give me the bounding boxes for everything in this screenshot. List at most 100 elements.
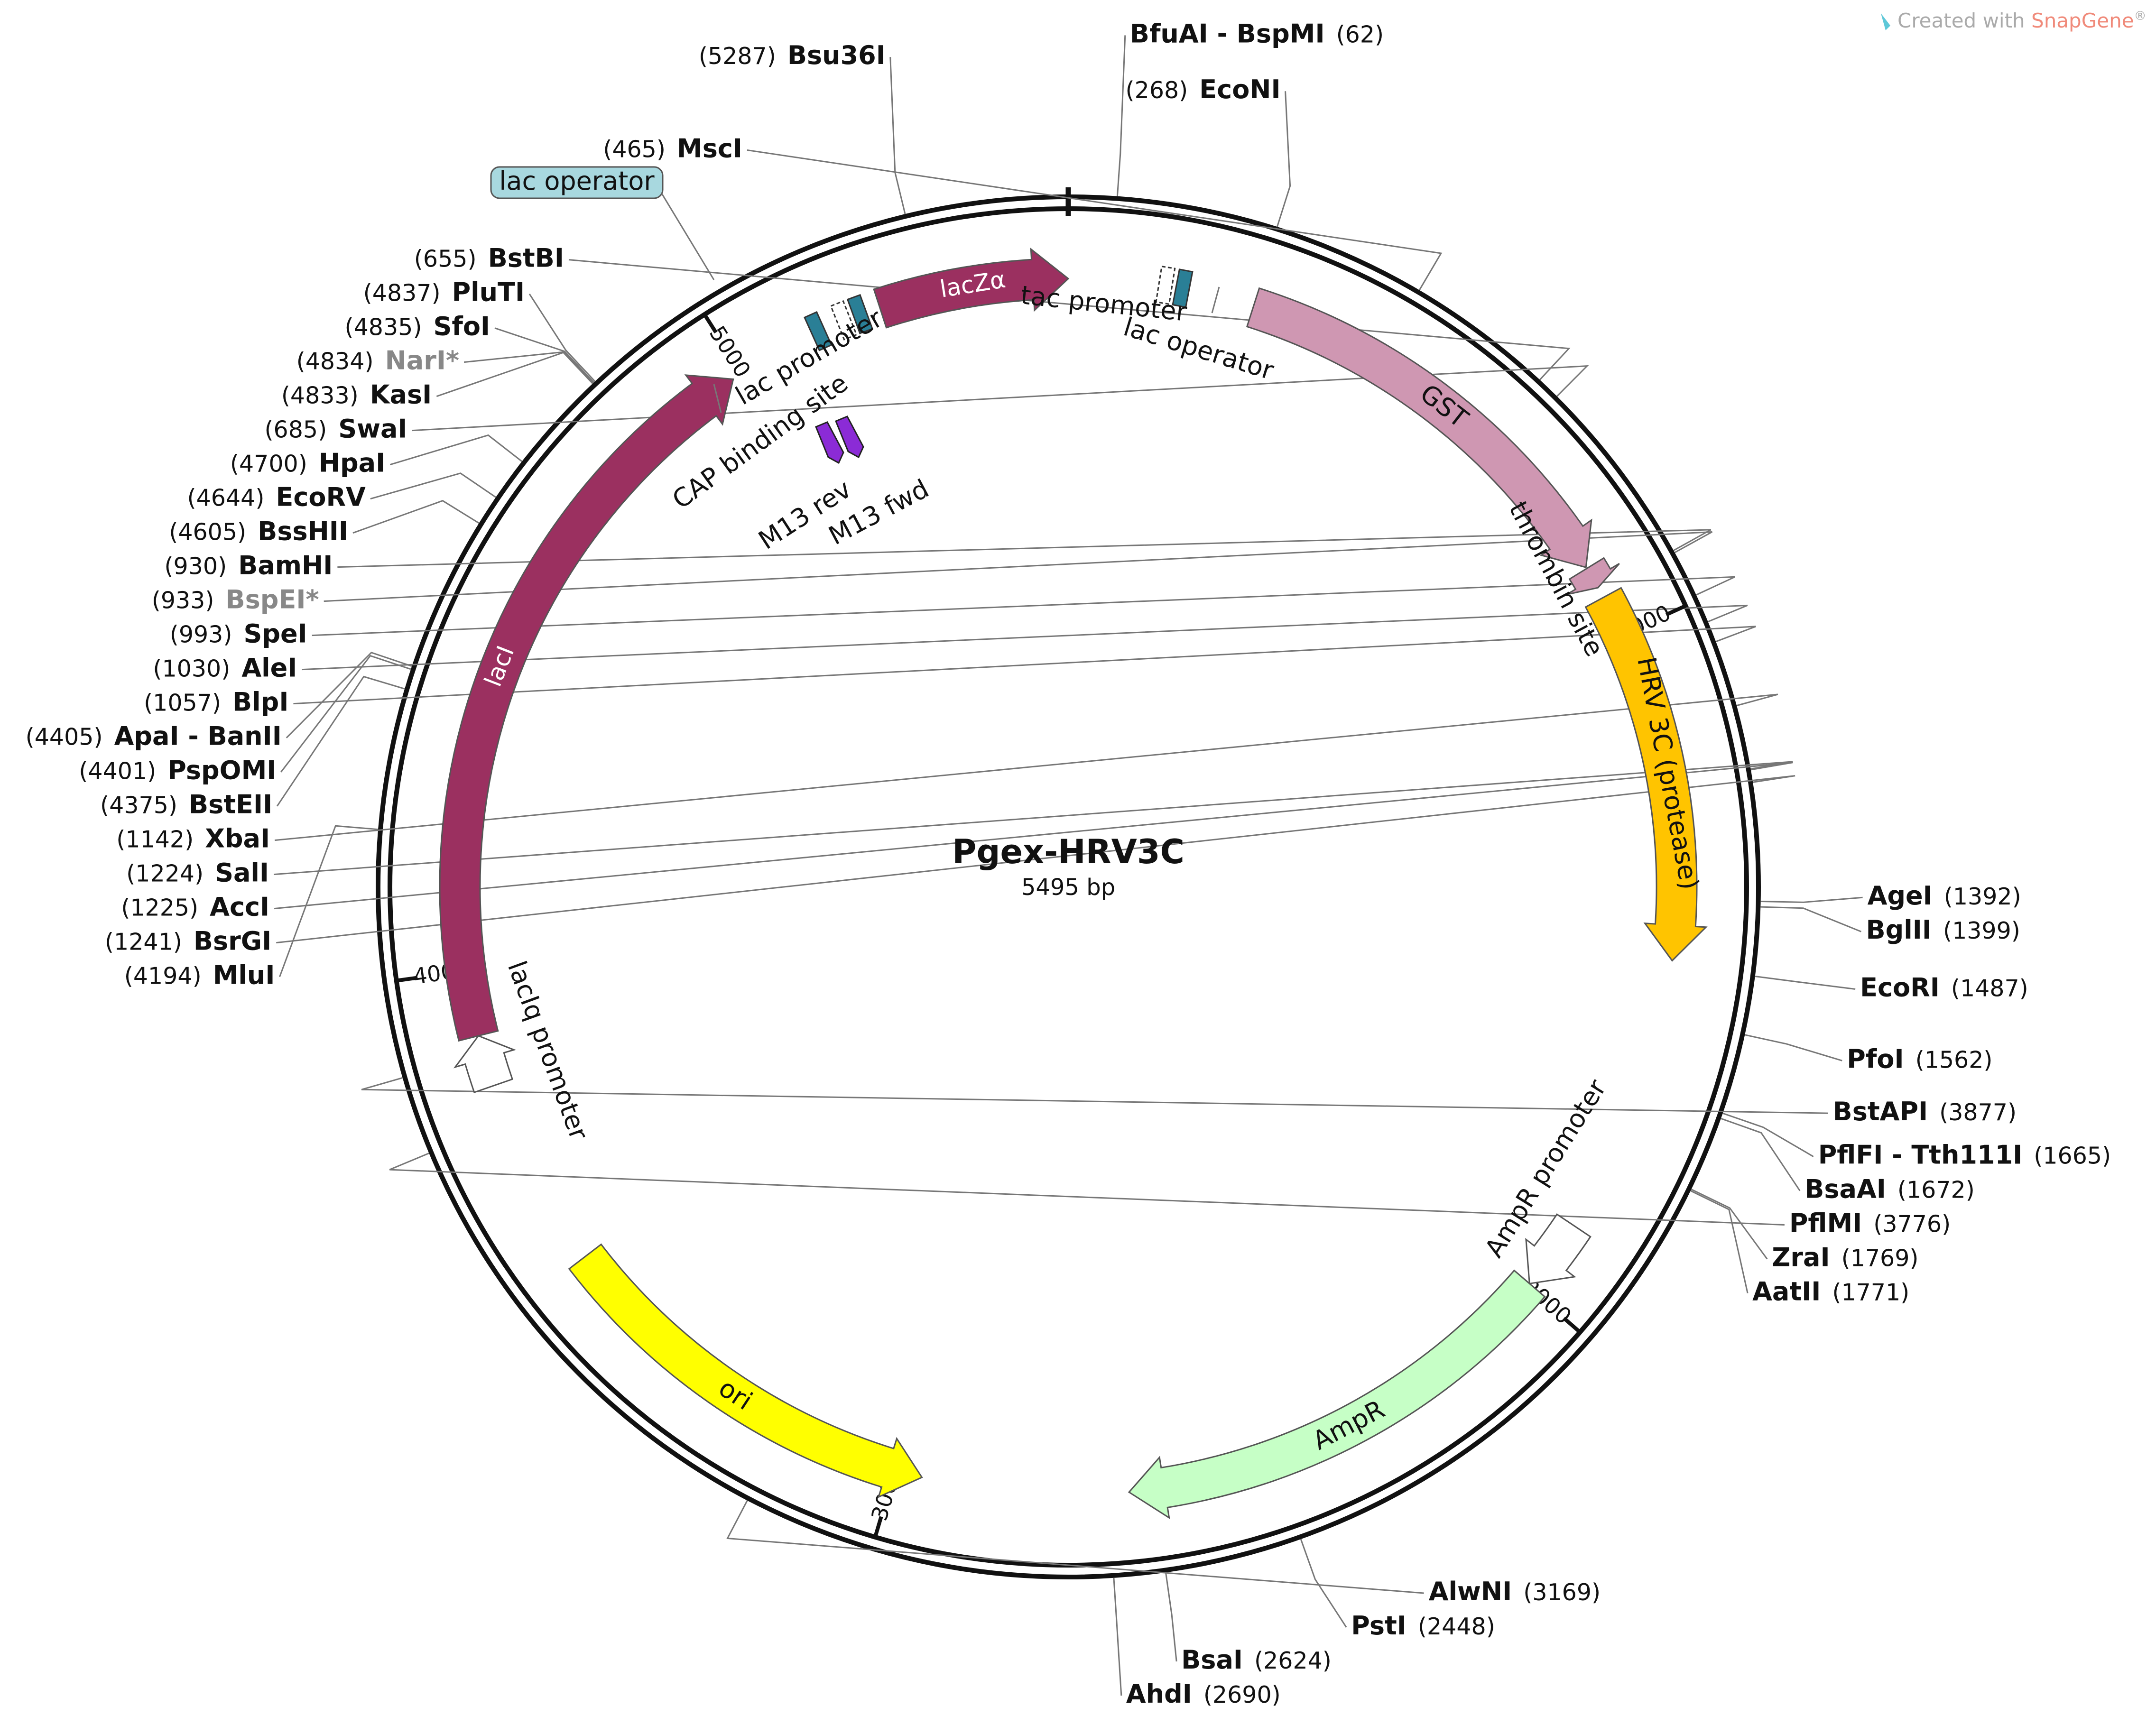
credit-brand: SnapGene bbox=[2031, 9, 2134, 32]
enzyme-name-sali: SalI bbox=[215, 858, 269, 888]
tick-label-5000: 5000 bbox=[704, 321, 756, 382]
lac-operator-box-text: lac operator bbox=[499, 166, 655, 196]
enzyme-zrai: ZraI(1769) bbox=[1772, 1243, 1918, 1273]
enzyme-leader-swai bbox=[412, 365, 1589, 432]
enzyme-name-bsai: BsaI bbox=[1181, 1645, 1243, 1675]
enzyme-name-hpai: HpaI bbox=[319, 448, 385, 478]
enzyme-pos-acci: (1225) bbox=[121, 895, 198, 922]
enzyme-bstbi: (655)BstBI bbox=[414, 243, 564, 273]
enzyme-bstapi: BstAPI(3877) bbox=[1833, 1097, 2017, 1126]
feature-ampr bbox=[1128, 1269, 1546, 1520]
enzyme-pos-xbai: (1142) bbox=[116, 826, 194, 853]
enzyme-alei: (1030)AleI bbox=[153, 653, 297, 683]
enzyme-leader-hpai bbox=[389, 434, 523, 466]
enzyme-leader-econi bbox=[1277, 91, 1291, 227]
enzyme-leader-blpi bbox=[293, 626, 1756, 705]
enzyme-bfuai-bspmi: BfuAI - BspMI(62) bbox=[1130, 18, 1384, 48]
enzyme-pos-alei: (1030) bbox=[153, 655, 230, 683]
feature-lacz bbox=[873, 248, 1070, 329]
enzyme-msci: (465) MscI bbox=[603, 133, 742, 163]
enzyme-bglii: BglII(1399) bbox=[1866, 915, 2020, 945]
enzyme-name-bsu36i: Bsu36I bbox=[787, 40, 886, 70]
enzyme-name-alwni: AlwNI bbox=[1429, 1577, 1512, 1606]
snapgene-logo-icon bbox=[1881, 13, 1890, 30]
enzyme-pos-bfuai-bspmi: (62) bbox=[1336, 21, 1384, 48]
enzyme-leader-xbai bbox=[274, 693, 1778, 841]
enzyme-pos-econi: (268) bbox=[1126, 77, 1188, 104]
enzyme-bsshii: (4605)BssHII bbox=[169, 517, 348, 546]
feature-ori bbox=[568, 1243, 923, 1499]
enzyme-leader-alwni bbox=[726, 1500, 1424, 1594]
enzyme-leader-aatii bbox=[1690, 1190, 1749, 1293]
enzyme-leader-pflfi-tth111i bbox=[1722, 1112, 1814, 1157]
enzyme-leader-bsu36i bbox=[889, 57, 906, 214]
enzyme-pos-pflfi-tth111i: (1665) bbox=[2034, 1143, 2111, 1170]
enzyme-leader-zrai bbox=[1691, 1189, 1768, 1260]
plasmid-length: 5495 bp bbox=[1021, 874, 1115, 901]
enzyme-leader-pfoi bbox=[1744, 1034, 1842, 1061]
m13-rev-primer bbox=[815, 421, 844, 464]
enzyme-mlui: (4194)MluI bbox=[124, 960, 275, 990]
enzyme-name-sfoi: SfoI bbox=[433, 312, 490, 341]
enzyme-leader-pspomi bbox=[280, 655, 411, 773]
tick-4000 bbox=[396, 976, 418, 983]
enzyme-bsaai: BsaAI(1672) bbox=[1804, 1174, 1975, 1204]
lac-operator-box-leader bbox=[661, 193, 715, 280]
enzyme-leader-pluti bbox=[528, 293, 596, 382]
enzyme-name-econi: EcoNI bbox=[1199, 74, 1280, 104]
enzyme-pos-zrai: (1769) bbox=[1841, 1245, 1919, 1272]
enzyme-pos-bsrgi: (1241) bbox=[105, 929, 182, 956]
enzyme-name-ecorv: EcoRV bbox=[276, 482, 366, 512]
enzyme-psti: PstI(2448) bbox=[1351, 1611, 1495, 1641]
enzyme-name-acci: AccI bbox=[210, 892, 269, 922]
enzyme-hpai: (4700) HpaI bbox=[230, 448, 385, 478]
enzyme-name-msci: MscI bbox=[677, 133, 742, 163]
laciq-promoter-label: lacIq promoter bbox=[502, 957, 594, 1144]
feature-hrv-3c-protease bbox=[1584, 587, 1708, 962]
enzyme-name-xbai: XbaI bbox=[205, 824, 270, 854]
enzyme-ecorv: (4644)EcoRV bbox=[187, 482, 366, 512]
enzyme-spei: (993)SpeI bbox=[170, 619, 307, 649]
enzyme-alwni: AlwNI(3169) bbox=[1429, 1577, 1601, 1606]
enzyme-pos-ahdi: (2690) bbox=[1203, 1681, 1281, 1708]
enzyme-name-nari: NarI* bbox=[385, 346, 460, 376]
enzyme-name-kasi: KasI bbox=[370, 380, 432, 410]
enzyme-leader-sfoi bbox=[494, 327, 594, 383]
enzyme-leader-bspei bbox=[324, 531, 1713, 602]
enzyme-name-pspomi: PspOMI bbox=[167, 756, 276, 785]
enzyme-name-pflfi-tth111i: PflFI - Tth111I bbox=[1818, 1140, 2022, 1170]
enzyme-pos-spei: (993) bbox=[170, 621, 232, 648]
feature-laci bbox=[439, 374, 734, 1042]
enzyme-name-ecori: EcoRI bbox=[1860, 973, 1940, 1003]
enzyme-pos-blpi: (1057) bbox=[144, 690, 221, 717]
enzyme-leader-apai-banii bbox=[286, 652, 412, 738]
enzyme-pos-bstapi: (3877) bbox=[1939, 1099, 2017, 1126]
enzyme-pos-bstbi: (655) bbox=[414, 246, 477, 273]
enzyme-leader-ecori bbox=[1755, 976, 1856, 990]
enzyme-leader-mlui bbox=[279, 825, 379, 978]
enzyme-bsai: BsaI(2624) bbox=[1181, 1645, 1332, 1675]
lac-operator-right-leader bbox=[1211, 286, 1220, 314]
small-feature-lac-operator-1 bbox=[1172, 268, 1194, 308]
svg-text:Created with SnapGene®: Created with SnapGene® bbox=[1897, 9, 2147, 32]
small-feature-tac-promoter-0 bbox=[1155, 265, 1176, 305]
enzyme-ecori: EcoRI(1487) bbox=[1860, 973, 2028, 1003]
enzyme-leader-acci bbox=[274, 762, 1793, 910]
credit-prefix: Created with bbox=[1897, 9, 2031, 32]
enzyme-pos-bspei: (933) bbox=[152, 587, 214, 614]
enzyme-bsrgi: (1241)BsrGI bbox=[105, 926, 271, 956]
enzyme-bamhi: (930)BamHI bbox=[164, 551, 333, 581]
enzyme-econi: (268) EcoNI bbox=[1126, 74, 1281, 104]
enzyme-name-aatii: AatII bbox=[1752, 1277, 1821, 1307]
enzyme-pfoi: PfoI (1562) bbox=[1847, 1044, 1992, 1074]
enzyme-pos-pfoi: (1562) bbox=[1915, 1046, 1993, 1073]
enzyme-pflfi-tth111i: PflFI - Tth111I (1665) bbox=[1818, 1140, 2111, 1170]
enzyme-name-bsteii: BstEII bbox=[189, 790, 272, 820]
enzyme-name-pfoi: PfoI bbox=[1847, 1044, 1904, 1074]
enzyme-pflmi: PflMI(3776) bbox=[1789, 1208, 1951, 1238]
enzyme-name-mlui: MluI bbox=[213, 960, 275, 990]
enzyme-pos-msci: (465) bbox=[603, 136, 666, 163]
enzyme-pos-hpai: (4700) bbox=[230, 451, 307, 478]
enzyme-kasi: (4833)KasI bbox=[281, 380, 432, 410]
